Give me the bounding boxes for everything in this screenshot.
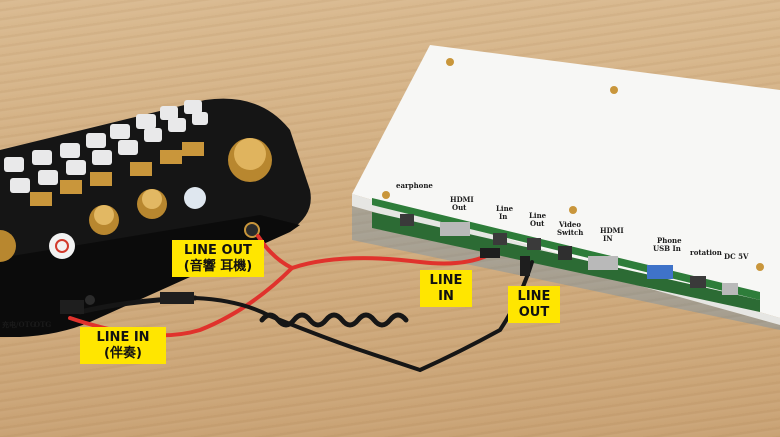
label-mixer-line-in-line2: (伴奏) [104,345,142,361]
earphone-label: earphone [396,181,433,190]
rotation-label: rotation [690,248,722,257]
label-board-line-out: LINE OUT [508,286,560,324]
mixer-buttons [4,100,208,193]
label-board-line-out-line2: OUT [518,304,550,320]
mixer-knobs [0,138,272,262]
label-board-line-out-line1: LINE [517,289,551,304]
rotation-button [690,276,706,288]
power-button [49,233,75,259]
dc-port [722,283,738,295]
hdmi-out-label-2: Out [452,203,467,212]
line-in-label-1: Line [496,204,514,213]
line-in-label-2: In [499,212,507,221]
label-board-line-in: LINE IN [420,270,472,308]
hdmi-in-label-1: HDMI [600,226,624,235]
audio-cables [60,234,534,373]
line-in-port [493,233,507,245]
mixer-faders [30,142,204,206]
hdmi-in-label-2: IN [603,234,613,243]
dc-label: DC 5V [724,252,749,261]
label-mixer-line-out-line1: LINE OUT [184,243,252,258]
hdmi-out-label-1: HDMI [450,195,474,204]
line-out-label-2: Out [530,219,545,228]
hdmi-out-port [440,222,470,236]
video-switch-button [558,246,572,260]
label-mixer-line-out-line2: (音響 耳機) [183,258,253,274]
mixer-otg-mark: OTG [34,320,51,329]
earphone-port [400,214,414,226]
line-out-port [527,238,541,250]
bluetooth-button [184,187,206,209]
mixer-charge-mark: 充电/OTG [2,320,36,329]
label-mixer-line-out: LINE OUT (音響 耳機) [172,240,264,278]
label-mixer-line-in: LINE IN (伴奏) [80,327,166,365]
coiled-cable [259,312,409,328]
line-out-label-1: Line [529,211,547,220]
video-switch-label-2: Switch [557,228,583,237]
phone-usb-label-2: USB In [653,244,681,253]
label-mixer-line-in-line1: LINE IN [96,330,150,345]
mixer-jack-line-out [244,222,260,238]
usb-port [647,265,673,279]
plug-mixer-line-in [160,292,194,304]
label-board-line-in-line1: LINE [429,273,463,288]
phone-usb-label-1: Phone [657,236,682,245]
video-switch-label-1: Video [558,220,581,229]
hdmi-switch-board: earphone HDMI Out Line In Line Out Video… [352,45,780,330]
hdmi-in-port [588,256,618,270]
red-cable [256,234,500,271]
label-board-line-in-line2: IN [438,288,454,304]
